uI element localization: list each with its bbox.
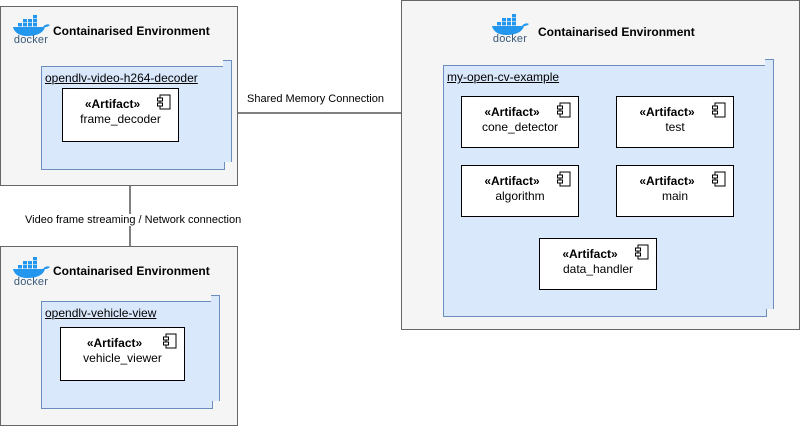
environment-title: Containarised Environment [53,24,210,38]
containerised-environment-open-cv[interactable]: docker Containarised Environment my-open… [401,0,800,330]
artifact-main[interactable]: «Artifact» main [616,165,734,217]
artifact-vehicle-viewer[interactable]: «Artifact» vehicle_viewer [60,327,185,381]
containerised-environment-decoder[interactable]: docker Containarised Environment opendlv… [0,6,238,186]
artifact-stereotype: «Artifact» [84,97,141,111]
environment-title: Containarised Environment [538,25,695,39]
artifact-name: vehicle_viewer [83,351,162,365]
artifact-data-handler[interactable]: «Artifact» data_handler [539,238,657,290]
node-name: opendlv-vehicle-view [45,306,157,320]
containerised-environment-vehicle-view[interactable]: docker Containarised Environment opendlv… [0,246,238,426]
component-icon [635,244,649,260]
artifact-name: main [661,189,688,203]
artifact-stereotype: «Artifact» [639,105,695,119]
artifact-algorithm[interactable]: «Artifact» algorithm [461,165,579,217]
shared-memory-connection-label: Shared Memory Connection [247,93,384,105]
artifact-stereotype: «Artifact» [484,105,540,119]
docker-wordmark: docker [13,276,49,288]
artifact-stereotype: «Artifact» [562,247,618,261]
node-name: my-open-cv-example [447,70,560,84]
docker-wordmark: docker [492,33,528,45]
environment-title: Containarised Environment [53,264,210,278]
component-icon [557,171,571,187]
node-3d-side [211,295,220,401]
artifact-test[interactable]: «Artifact» test [616,96,734,148]
node-opendlv-vehicle-view[interactable]: opendlv-vehicle-view «Artifact» vehicle_… [41,295,220,409]
docker-logo-icon: docker [9,15,53,49]
docker-logo-icon: docker [9,257,53,291]
artifact-stereotype: «Artifact» [86,336,143,350]
component-icon [712,171,726,187]
artifact-stereotype: «Artifact» [639,174,695,188]
artifact-name: data_handler [562,262,634,276]
network-connection-label: Video frame streaming / Network connecti… [24,214,243,226]
component-icon [712,102,726,118]
artifact-frame-decoder[interactable]: «Artifact» frame_decoder [62,88,179,142]
node-name: opendlv-video-h264-decoder [45,71,198,85]
component-icon [163,333,177,349]
artifact-name: algorithm [495,189,545,203]
node-3d-side [223,60,232,162]
docker-wordmark: docker [13,34,49,46]
artifact-cone-detector[interactable]: «Artifact» cone_detector [461,96,579,148]
node-3d-side [765,59,774,309]
component-icon [557,102,571,118]
docker-logo-icon: docker [488,14,532,48]
component-icon [157,94,171,110]
node-opendlv-video-h264-decoder[interactable]: opendlv-video-h264-decoder «Artifact» fr… [41,60,232,170]
artifact-name: cone_detector [481,120,559,134]
artifact-stereotype: «Artifact» [484,174,540,188]
artifact-name: frame_decoder [80,112,161,126]
node-my-open-cv-example[interactable]: my-open-cv-example «Artifact» cone_detec… [443,59,774,317]
artifact-name: test [665,120,685,134]
